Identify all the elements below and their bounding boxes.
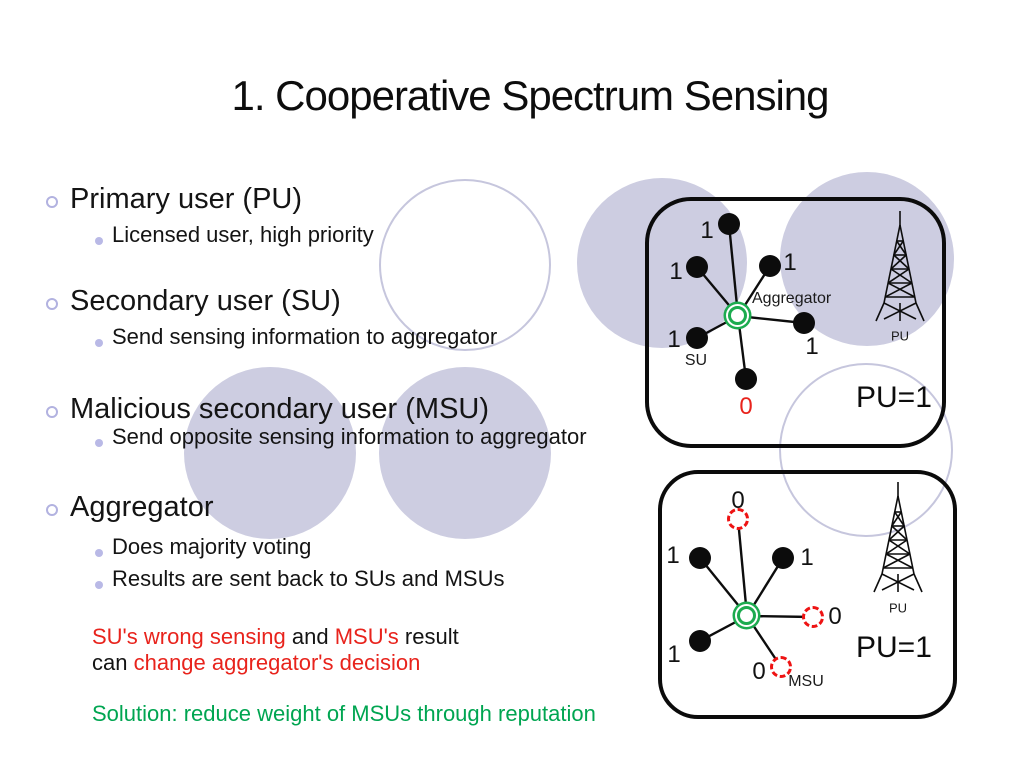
decor-circle-outline-right — [779, 363, 953, 537]
su-node — [793, 312, 815, 334]
su-node — [735, 368, 757, 390]
vote-label: 0 — [752, 658, 766, 685]
bullet-malicious-user: Malicious secondary user (MSU) — [70, 393, 490, 425]
pu-status-label: PU=1 — [856, 631, 932, 664]
vote-label: 1 — [666, 542, 680, 569]
sub-bullet-dot-icon — [95, 581, 103, 589]
vote-label: 1 — [800, 544, 814, 571]
msu-label: MSU — [788, 673, 824, 690]
solution-text: Solution: reduce weight of MSUs through … — [92, 701, 596, 726]
su-label: SU — [684, 352, 708, 369]
msu-node — [802, 606, 824, 628]
su-node — [718, 213, 740, 235]
diagram-panel-msu: 0 1 1 1 0 0 MSU PU PU=1 — [658, 470, 957, 719]
sub-bullet-dot-icon — [95, 439, 103, 447]
su-node — [686, 256, 708, 278]
aggregator-node — [728, 306, 747, 325]
sub-bullet-send-opposite: Send opposite sensing information to agg… — [112, 424, 587, 449]
bullet-ring-icon — [46, 196, 58, 208]
aggregator-node — [737, 606, 756, 625]
bullet-primary-user: Primary user (PU) — [70, 183, 303, 215]
pu-tower-label: PU — [888, 600, 908, 616]
radio-tower-icon — [873, 482, 923, 593]
decor-circle-fill-mid-left — [184, 367, 356, 539]
sub-bullet-results-sent: Results are sent back to SUs and MSUs — [112, 566, 505, 591]
sub-bullet-dot-icon — [95, 549, 103, 557]
bullet-ring-icon — [46, 504, 58, 516]
warning-black-and: and — [285, 624, 335, 649]
slide-title: 1. Cooperative Spectrum Sensing — [231, 72, 829, 119]
su-node — [689, 630, 711, 652]
warning-black-result: result — [398, 624, 459, 649]
warning-line-2: can change aggregator's decision — [92, 650, 420, 676]
su-node — [686, 327, 708, 349]
vote-label: 1 — [669, 258, 683, 285]
vote-label: 1 — [667, 641, 681, 668]
vote-label: 0 — [828, 603, 842, 630]
pu-status-label: PU=1 — [856, 381, 932, 414]
vote-label: 1 — [700, 217, 714, 244]
aggregator-label: Aggregator — [752, 290, 832, 307]
vote-label: 1 — [783, 249, 797, 276]
sub-bullet-dot-icon — [95, 339, 103, 347]
bullet-aggregator: Aggregator — [70, 491, 214, 523]
vote-label: 1 — [805, 333, 819, 360]
vote-label-zero: 0 — [739, 393, 753, 420]
decor-circle-outline-left — [379, 179, 551, 351]
diagram-panel-su: 1 1 1 1 1 0 SU Aggregator PU PU=1 — [645, 197, 946, 448]
warning-red-change-decision: change aggregator's decision — [133, 650, 421, 675]
decor-circle-fill-mid-center — [379, 367, 551, 539]
su-node — [759, 255, 781, 277]
msu-node — [770, 656, 792, 678]
warning-black-can: can — [92, 650, 134, 675]
vote-label: 0 — [731, 487, 745, 514]
sub-bullet-send-sensing: Send sensing information to aggregator — [112, 324, 498, 349]
warning-red-su-wrong: SU's wrong sensing — [92, 624, 286, 649]
sub-bullet-dot-icon — [95, 237, 103, 245]
warning-line-1: SU's wrong sensing and MSU's result — [92, 624, 459, 650]
warning-red-msu: MSU's — [334, 624, 399, 649]
pu-tower-label: PU — [890, 328, 910, 344]
sub-bullet-licensed-user: Licensed user, high priority — [112, 222, 374, 247]
bullet-secondary-user: Secondary user (SU) — [70, 285, 341, 317]
su-node — [689, 547, 711, 569]
vote-label: 1 — [667, 326, 681, 353]
radio-tower-icon — [875, 211, 925, 322]
sub-bullet-majority-voting: Does majority voting — [112, 534, 312, 559]
bullet-ring-icon — [46, 406, 58, 418]
msu-node — [727, 508, 749, 530]
su-node — [772, 547, 794, 569]
bullet-ring-icon — [46, 298, 58, 310]
